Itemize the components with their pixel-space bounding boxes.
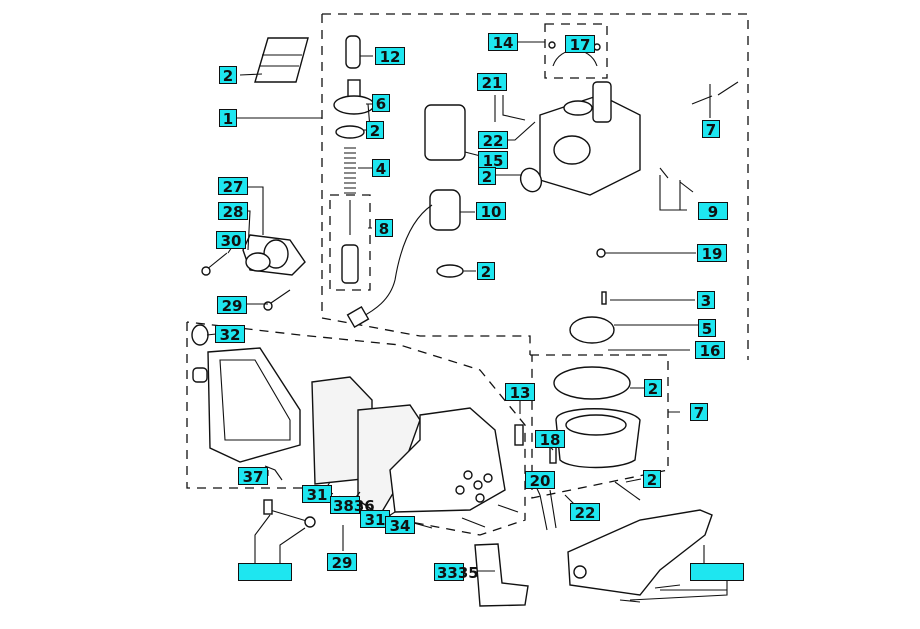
- float-bowl-group-boundary: [530, 354, 669, 499]
- spring-part: [344, 147, 356, 194]
- callout-8[interactable]: 7: [702, 120, 720, 139]
- leader-lines: [206, 41, 728, 601]
- callout-2-gasket[interactable]: 2: [219, 66, 237, 85]
- callout-7[interactable]: 7: [690, 403, 708, 422]
- callout-38-36[interactable]: [238, 563, 292, 581]
- callout-18[interactable]: 18: [535, 430, 565, 449]
- needle-group-boundary: [329, 194, 371, 291]
- gasket-sheet-part: [254, 37, 309, 83]
- callout-13[interactable]: 13: [505, 383, 535, 402]
- callout-5[interactable]: 5: [698, 319, 716, 338]
- callout-37[interactable]: 3836: [330, 496, 375, 515]
- callout-20[interactable]: 20: [525, 471, 555, 490]
- callout-31[interactable]: 34: [385, 516, 415, 535]
- carburetor-group-boundary: [321, 13, 749, 360]
- callout-25[interactable]: 29: [217, 296, 247, 315]
- airbox-group-boundary: [186, 321, 526, 536]
- callout-22-top[interactable]: 22: [478, 131, 508, 150]
- screw-part: [691, 81, 739, 105]
- callout-19[interactable]: 19: [697, 244, 727, 263]
- callout-32[interactable]: 37: [238, 467, 268, 486]
- callout-2-bowl-screw[interactable]: 2: [643, 470, 661, 489]
- callout-26[interactable]: 30: [216, 231, 246, 250]
- callout-2-bowl-gasket[interactable]: 2: [644, 379, 662, 398]
- callout-33-35[interactable]: [690, 563, 744, 581]
- callout-11[interactable]: 10: [476, 202, 506, 221]
- washer-part: [335, 125, 365, 139]
- choke-body-part: [429, 189, 461, 231]
- callout-14[interactable]: 14: [488, 33, 518, 52]
- callout-17[interactable]: 17: [565, 35, 595, 54]
- airbox-part: [207, 347, 301, 463]
- bolt-part: [205, 252, 291, 306]
- callout-10[interactable]: 9: [698, 202, 728, 221]
- callout-2-oring[interactable]: 2: [477, 262, 495, 281]
- hose-part: [494, 95, 526, 122]
- callout-22-bottom[interactable]: 22: [570, 503, 600, 522]
- callout-21[interactable]: 21: [477, 73, 507, 92]
- callout-12[interactable]: 12: [375, 47, 405, 66]
- float-part: [569, 316, 615, 344]
- callout-16[interactable]: 16: [695, 341, 725, 360]
- callout-9[interactable]: 8: [375, 219, 393, 238]
- callout-1[interactable]: 1: [219, 109, 237, 128]
- jet-part: [345, 35, 361, 69]
- callout-23[interactable]: 27: [218, 177, 248, 196]
- slide-part: [341, 244, 359, 284]
- callout-6[interactable]: 6: [372, 94, 390, 113]
- callout-2-carb-oring[interactable]: 2: [478, 167, 496, 186]
- snorkel-part: [567, 509, 713, 596]
- callout-30[interactable]: 32: [215, 325, 245, 344]
- callout-34[interactable]: 3335: [434, 563, 479, 582]
- callout-3[interactable]: 3: [697, 291, 715, 310]
- choke-wire: [359, 204, 433, 319]
- cap-part: [424, 104, 466, 161]
- callout-24[interactable]: 28: [218, 202, 248, 221]
- cover-clip-boundary: [544, 23, 608, 79]
- callout-2-washer[interactable]: 2: [366, 121, 384, 140]
- callout-29[interactable]: 31: [302, 485, 332, 504]
- callout-4[interactable]: 4: [372, 159, 390, 178]
- bowl-gasket-part: [553, 366, 631, 400]
- oring-part: [436, 264, 464, 278]
- intake-tube-part: [474, 543, 529, 607]
- callout-27[interactable]: 29: [327, 553, 357, 572]
